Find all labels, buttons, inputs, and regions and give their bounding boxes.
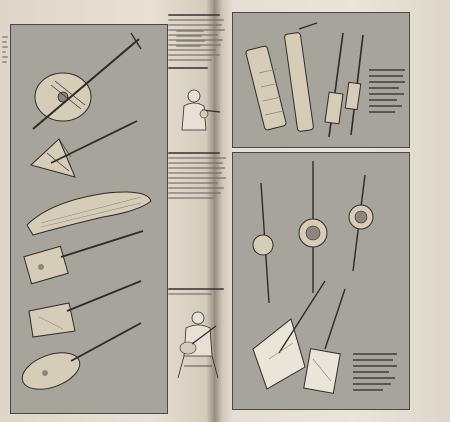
right-text-lower (168, 288, 228, 298)
seated-musician-icon (177, 311, 219, 379)
right-text-top (168, 14, 226, 72)
fiddler-figure-illustration (176, 86, 226, 134)
bow-harp-icon (30, 120, 138, 178)
right-top-plate-drawing (245, 22, 405, 138)
left-margin-text (2, 36, 8, 66)
seated-musician-illustration (170, 308, 228, 386)
left-plate-drawing (21, 32, 152, 390)
right-bottom-caption (353, 353, 397, 391)
zither-icon (26, 191, 152, 236)
right-top-caption (369, 69, 405, 113)
right-text-middle (168, 152, 228, 202)
spike-fiddle-icon (28, 280, 142, 338)
left-page (0, 0, 216, 422)
book-gutter (206, 0, 222, 422)
kamancheh-icon (252, 280, 346, 394)
right-instrument-plate-top (232, 12, 410, 148)
tube-zither-icon (245, 22, 318, 132)
left-instrument-plate (10, 24, 168, 414)
spike-lute-icon (252, 161, 374, 304)
harp-lute-icon (32, 32, 142, 130)
fiddler-figure-icon (181, 89, 221, 131)
spike-fiddle-icon (324, 32, 364, 138)
lute-icon (23, 230, 144, 285)
right-bottom-plate-drawing (252, 161, 397, 394)
pear-lute-icon (21, 322, 142, 390)
right-instrument-plate-bottom (232, 152, 410, 410)
left-caption-block (176, 30, 206, 50)
